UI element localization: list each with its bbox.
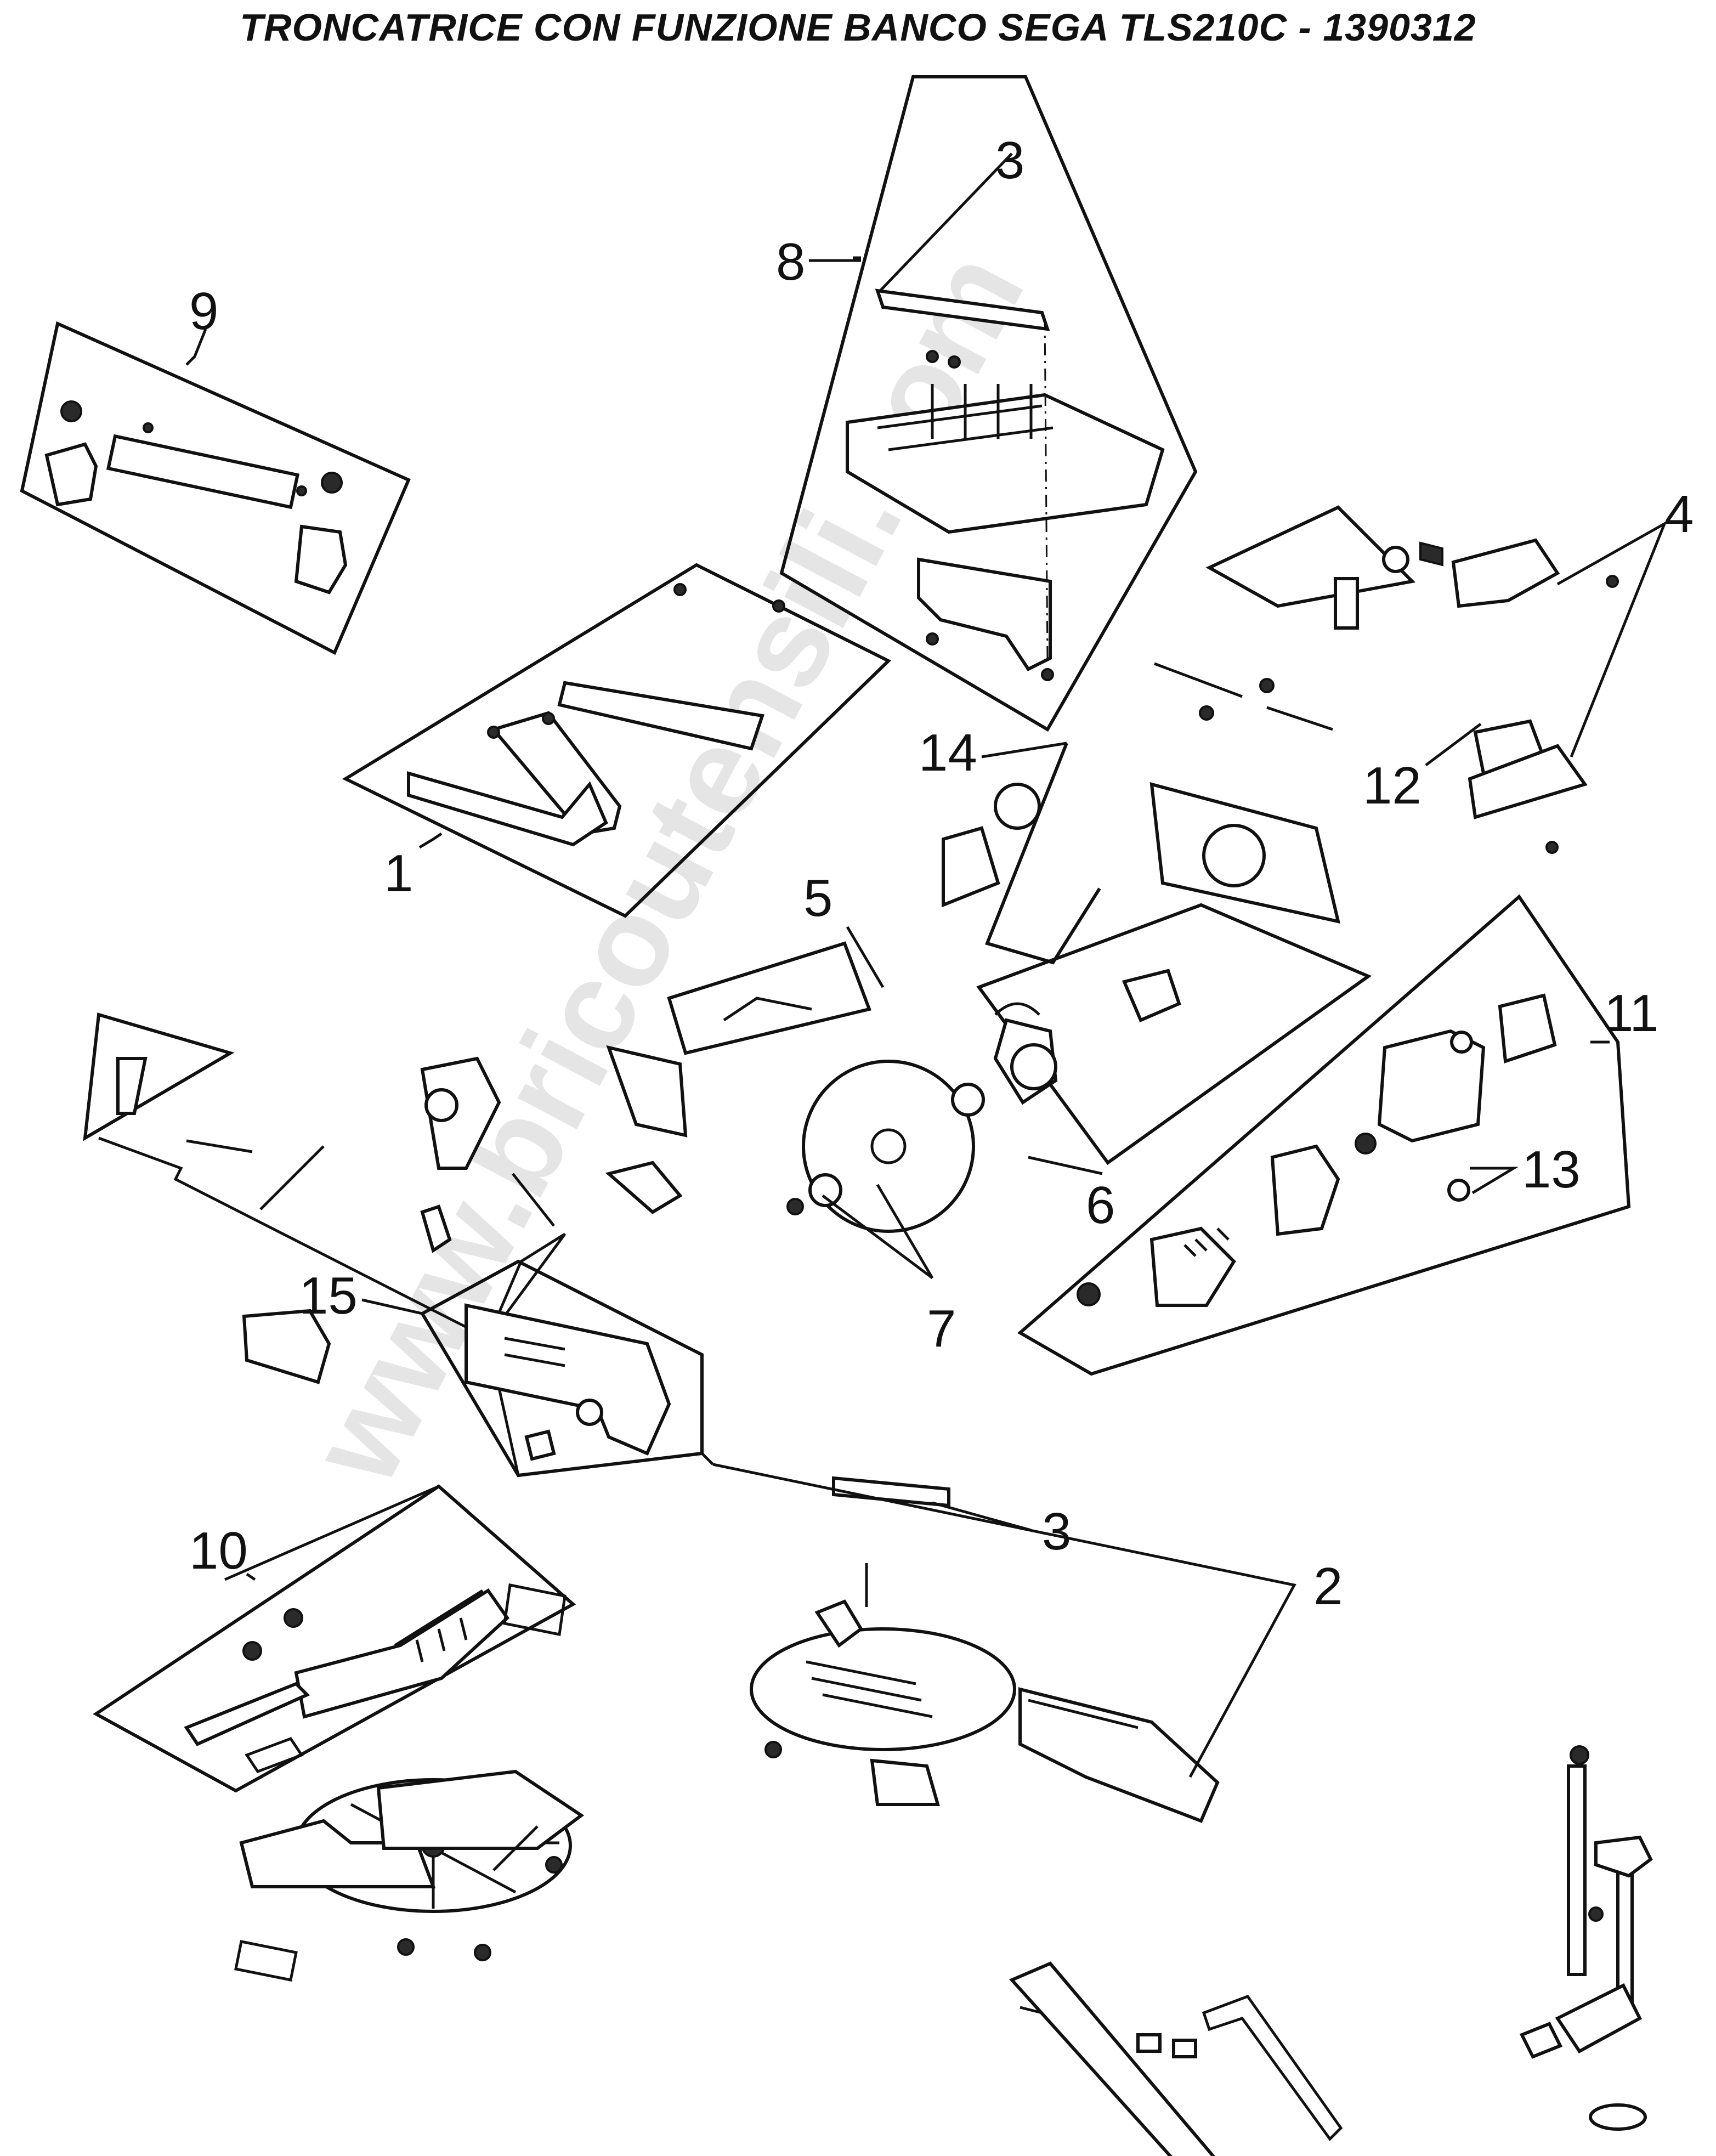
callout-6: 6 [1086,1176,1115,1235]
hold-down-clamp [1519,1745,1653,2131]
group-15-side-guard [420,1259,704,1478]
callout-11: 11 [1604,984,1659,1043]
leader-7 [822,1184,934,1279]
callout-8: 8 [776,233,805,291]
callout-4: 4 [1664,485,1694,544]
callout-3-top: 3 [995,131,1024,190]
leader-15 [361,1298,423,1315]
group-4-handle-assembly [1205,505,1619,854]
leader-2 [712,1463,1296,1778]
leader-3-top [879,152,1013,292]
leader-10 [224,1485,439,1581]
wrench-tool [1009,1961,1215,2156]
diagram-title: TRONCATRICE CON FUNZIONE BANCO SEGA TLS2… [240,6,1476,49]
group-15-parts [465,1303,671,1461]
hex-key-tool [1202,1994,1343,2141]
callout-3-bottom: 3 [1042,1502,1071,1561]
group-9-rip-fence [20,321,411,655]
group-2-turntable [750,1476,1220,1823]
callout-15: 15 [299,1266,358,1325]
saw-blade [786,1060,985,1233]
leader-15-frame [98,1136,714,1477]
leader-6 [1028,1156,1103,1175]
group-14-arm [942,662,1341,965]
callout-10: 10 [189,1521,248,1580]
callout-12: 12 [1363,756,1421,815]
leader-12 [1425,723,1482,766]
callout-7: 7 [927,1299,956,1358]
callout-14: 14 [919,723,977,782]
leader-5 [846,926,885,988]
callout-13: 13 [1522,1140,1581,1199]
callout-5: 5 [803,869,832,927]
miter-base [234,1583,585,1982]
group-10-miter-fence [93,1484,576,1793]
callout-9: 9 [189,282,218,341]
group-11-motor [1017,894,1631,1376]
group-5-6-blade-guard [667,903,1372,1165]
leader-13 [1470,1167,1519,1195]
callout-2: 2 [1313,1557,1343,1616]
group-8-table-insert [779,75,1198,732]
lower-bracket-parts [83,1012,688,1384]
leader-4 [1556,520,1667,757]
group-1-extension-rails [342,563,892,918]
callout-1: 1 [384,844,413,903]
